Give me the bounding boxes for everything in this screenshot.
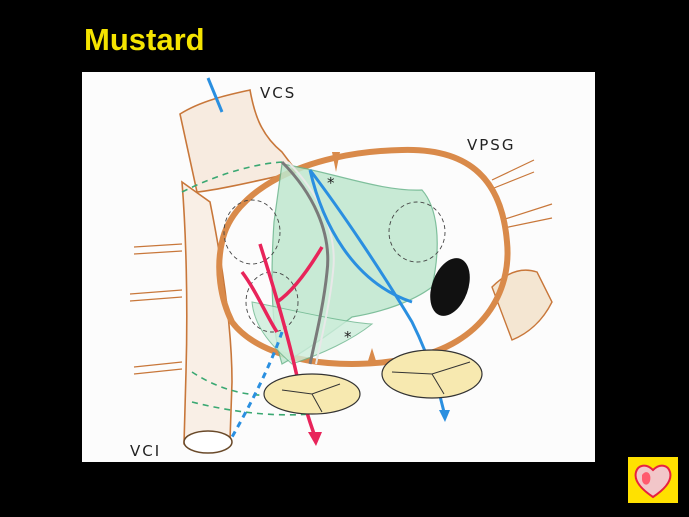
heart-logo-icon bbox=[628, 457, 678, 503]
label-vci: VCI bbox=[130, 442, 161, 460]
label-vpsg: VPSG bbox=[467, 136, 515, 154]
pulmonary-vein bbox=[430, 258, 470, 316]
mitral-leaflets bbox=[391, 361, 471, 395]
ivc-vessel bbox=[181, 180, 233, 452]
septal-notch-top bbox=[332, 152, 340, 172]
slide-title: Mustard bbox=[84, 22, 205, 57]
star-top: * bbox=[327, 174, 337, 192]
svc-vessel bbox=[179, 89, 299, 193]
septal-notch-bottom bbox=[367, 348, 377, 364]
heart-logo-svg bbox=[634, 464, 672, 499]
label-vcs: VCS bbox=[260, 84, 296, 102]
mustard-diagram: * * VCS VPSG VCI bbox=[82, 72, 595, 462]
ivc-opening bbox=[183, 430, 233, 454]
septum bbox=[280, 160, 330, 365]
dashed-valve-circles bbox=[223, 199, 446, 333]
baffle-dashed-outline bbox=[181, 161, 313, 416]
left-vessel-stubs bbox=[129, 159, 553, 375]
arterial-arrow-head bbox=[308, 432, 322, 446]
arterial-flow bbox=[240, 243, 324, 435]
diagram-svg: * * VCS VPSG VCI bbox=[129, 77, 553, 460]
tricuspid-leaflets bbox=[281, 383, 341, 413]
septum-inner bbox=[287, 161, 335, 365]
star-bottom: * bbox=[344, 328, 354, 346]
venous-arrow-head bbox=[439, 410, 450, 422]
